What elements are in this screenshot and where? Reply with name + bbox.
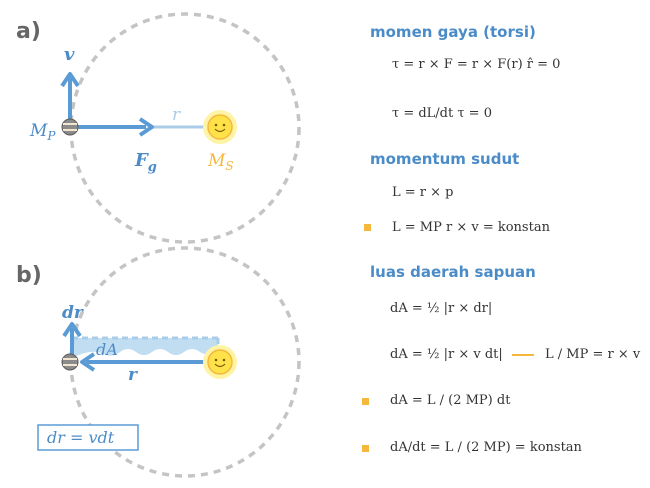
orange-bullet bbox=[362, 445, 369, 452]
radius-arrowhead-b bbox=[80, 352, 96, 372]
area-equation-4: dA/dt = L / (2 MP) = konstan bbox=[390, 440, 582, 455]
torque-heading: momen gaya (torsi) bbox=[370, 23, 536, 41]
area-equation-3: dA = L / (2 MP) dt bbox=[390, 393, 511, 408]
panel-b-label: b) bbox=[16, 263, 42, 288]
planet-icon bbox=[61, 118, 79, 136]
angular-momentum-equation-2: L = MP r × v = konstan bbox=[392, 220, 550, 235]
sun-mass-label: MS bbox=[207, 151, 234, 173]
planet-icon bbox=[61, 353, 79, 371]
area-equation-2: dA = ½ |r × v dt| bbox=[390, 347, 503, 362]
torque-equation-1: τ = r × F = r × F(r) r̂ = 0 bbox=[392, 57, 561, 72]
area-equation-1: dA = ½ |r × dr| bbox=[390, 301, 493, 316]
sun-icon bbox=[203, 110, 237, 144]
angular-momentum-heading: momentum sudut bbox=[370, 150, 520, 168]
gravity-force-label: Fg bbox=[134, 150, 157, 175]
velocity-arrowhead bbox=[60, 72, 80, 88]
velocity-label: v bbox=[64, 44, 75, 65]
swept-area-label: dA bbox=[96, 340, 118, 359]
orange-bullet bbox=[364, 224, 371, 231]
planet-mass-label: MP bbox=[29, 121, 56, 143]
dr-equation-box bbox=[37, 424, 139, 451]
torque-equation-2: τ = dL/dt τ = 0 bbox=[392, 106, 492, 121]
radius-label-b: r bbox=[128, 365, 138, 385]
sun-icon bbox=[203, 345, 237, 379]
area-heading: luas daerah sapuan bbox=[370, 263, 536, 281]
area-equation-2-side: L / MP = r × v bbox=[545, 347, 641, 362]
dr-equation-text: dr = vdt bbox=[47, 428, 115, 447]
angular-momentum-equation-1: L = r × p bbox=[392, 185, 454, 200]
swept-area bbox=[72, 338, 218, 358]
panel-a-label: a) bbox=[16, 19, 41, 44]
dr-arrowhead bbox=[62, 322, 82, 338]
dr-label: dr bbox=[62, 303, 84, 323]
gravity-force-arrowhead bbox=[138, 117, 154, 137]
radius-label-a: r bbox=[172, 105, 181, 125]
orange-bullet bbox=[362, 398, 369, 405]
